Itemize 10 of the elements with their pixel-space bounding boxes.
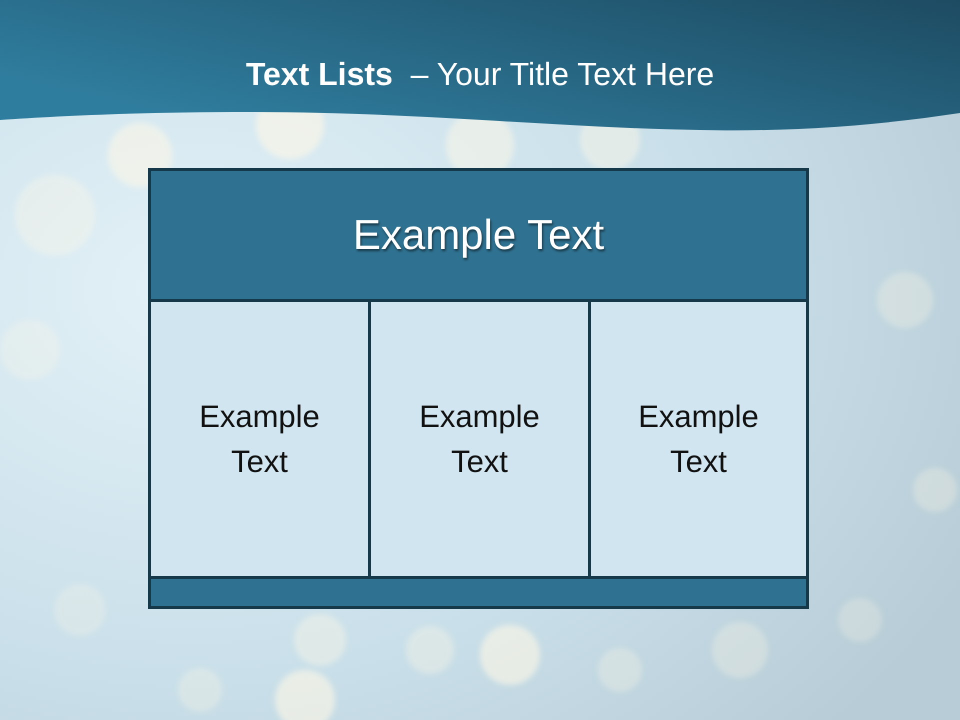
slide-title: Text Lists – Your Title Text Here	[246, 55, 714, 94]
column-panel	[148, 299, 371, 579]
column-text: Example Text	[418, 398, 541, 481]
footer-bar	[148, 576, 809, 609]
column-panel	[588, 299, 809, 579]
column-text: Example Text	[637, 398, 760, 481]
header-text: Example Text	[352, 211, 604, 259]
column-panel	[368, 299, 591, 579]
column-text: Example Text	[198, 398, 321, 481]
header-band	[148, 168, 809, 302]
